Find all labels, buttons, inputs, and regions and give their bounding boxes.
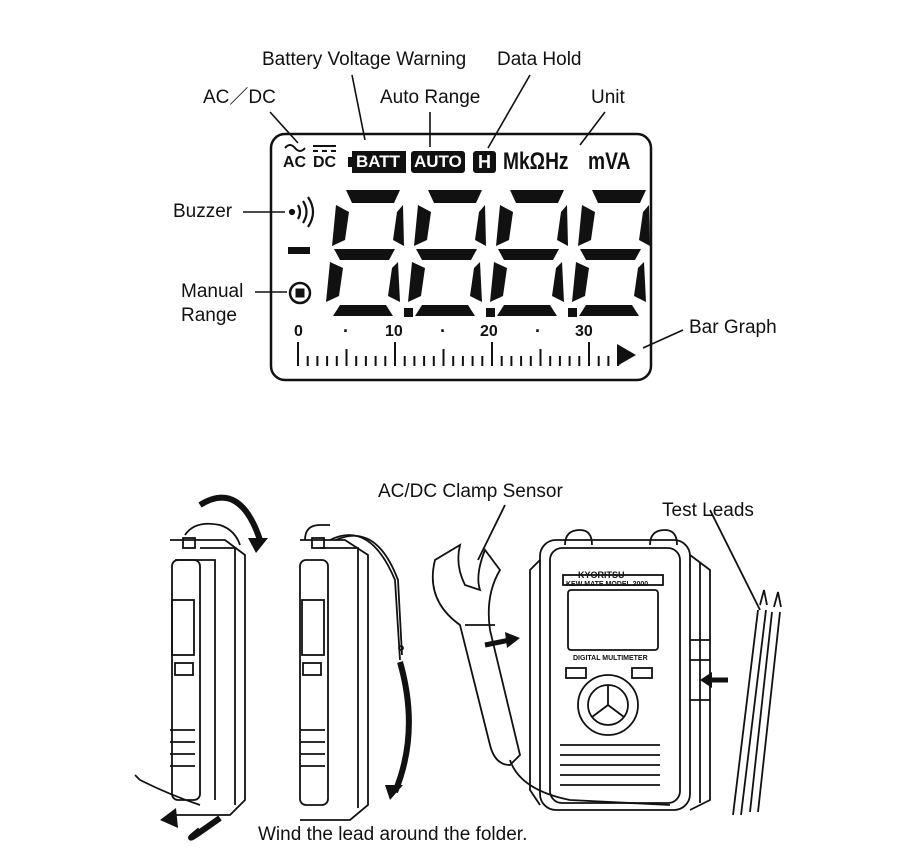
batt-text: BATT [356, 152, 401, 171]
leader-lines [243, 74, 684, 349]
wind-caption: Wind the lead around the folder. [258, 824, 528, 845]
buzzer-label: Buzzer [173, 201, 233, 222]
hold-text: H [478, 152, 491, 172]
digit-2 [408, 190, 486, 316]
device-panel: DIGITAL MULTIMETER [573, 655, 648, 662]
auto-range-label: Auto Range [380, 87, 481, 108]
unit-label: Unit [591, 87, 625, 108]
digit-3 [490, 190, 568, 316]
digit-1 [326, 190, 404, 316]
bar-graph-label: Bar Graph [689, 317, 777, 338]
folder-2 [299, 524, 404, 821]
units-right-text: mVA [588, 148, 631, 175]
device-model: KEW MATE MODEL 2000 [566, 581, 649, 588]
ac-dc-label: AC／DC [203, 87, 276, 108]
scale-20: 20 [480, 323, 498, 340]
manual-range-icon [288, 281, 312, 305]
bar-graph-arrow-icon [617, 344, 636, 366]
decimal-point-1 [404, 308, 413, 317]
hold-indicator [473, 151, 496, 173]
folder-1 [134, 522, 246, 816]
auto-indicator [411, 151, 465, 173]
battery-warning-label: Battery Voltage Warning [262, 49, 467, 70]
batt-indicator [352, 151, 406, 173]
test-leads [709, 509, 782, 816]
manual-range-label-2: Range [181, 305, 237, 326]
scale-10: 10 [385, 323, 403, 340]
bar-graph [297, 342, 620, 366]
decimal-point-2 [486, 308, 495, 317]
lcd-frame [269, 132, 653, 382]
scale-30: 30 [575, 323, 593, 340]
dc-symbol-text: DC [313, 154, 337, 171]
ac-dc-symbol [284, 144, 336, 152]
digit-4 [572, 190, 650, 316]
buzzer-icon [288, 196, 315, 228]
units-left-text: MkΩHz [503, 148, 569, 175]
ac-symbol-text: AC [283, 154, 307, 171]
clamp-sensor [431, 504, 671, 806]
data-hold-label: Data Hold [497, 49, 582, 70]
clamp-sensor-label: AC/DC Clamp Sensor [378, 481, 563, 502]
manual-range-label-1: Manual [181, 281, 244, 302]
folder-illustrations [134, 494, 782, 841]
scale-dot-1: · [343, 321, 349, 341]
test-leads-label: Test Leads [662, 500, 754, 521]
scale-0: 0 [294, 323, 303, 340]
minus-segment [288, 247, 310, 254]
device-brand: KYORITSU [578, 570, 625, 580]
decimal-point-3 [568, 308, 577, 317]
scale-dot-3: · [535, 321, 541, 341]
auto-text: AUTO [414, 152, 462, 171]
scale-dot-2: · [440, 321, 446, 341]
